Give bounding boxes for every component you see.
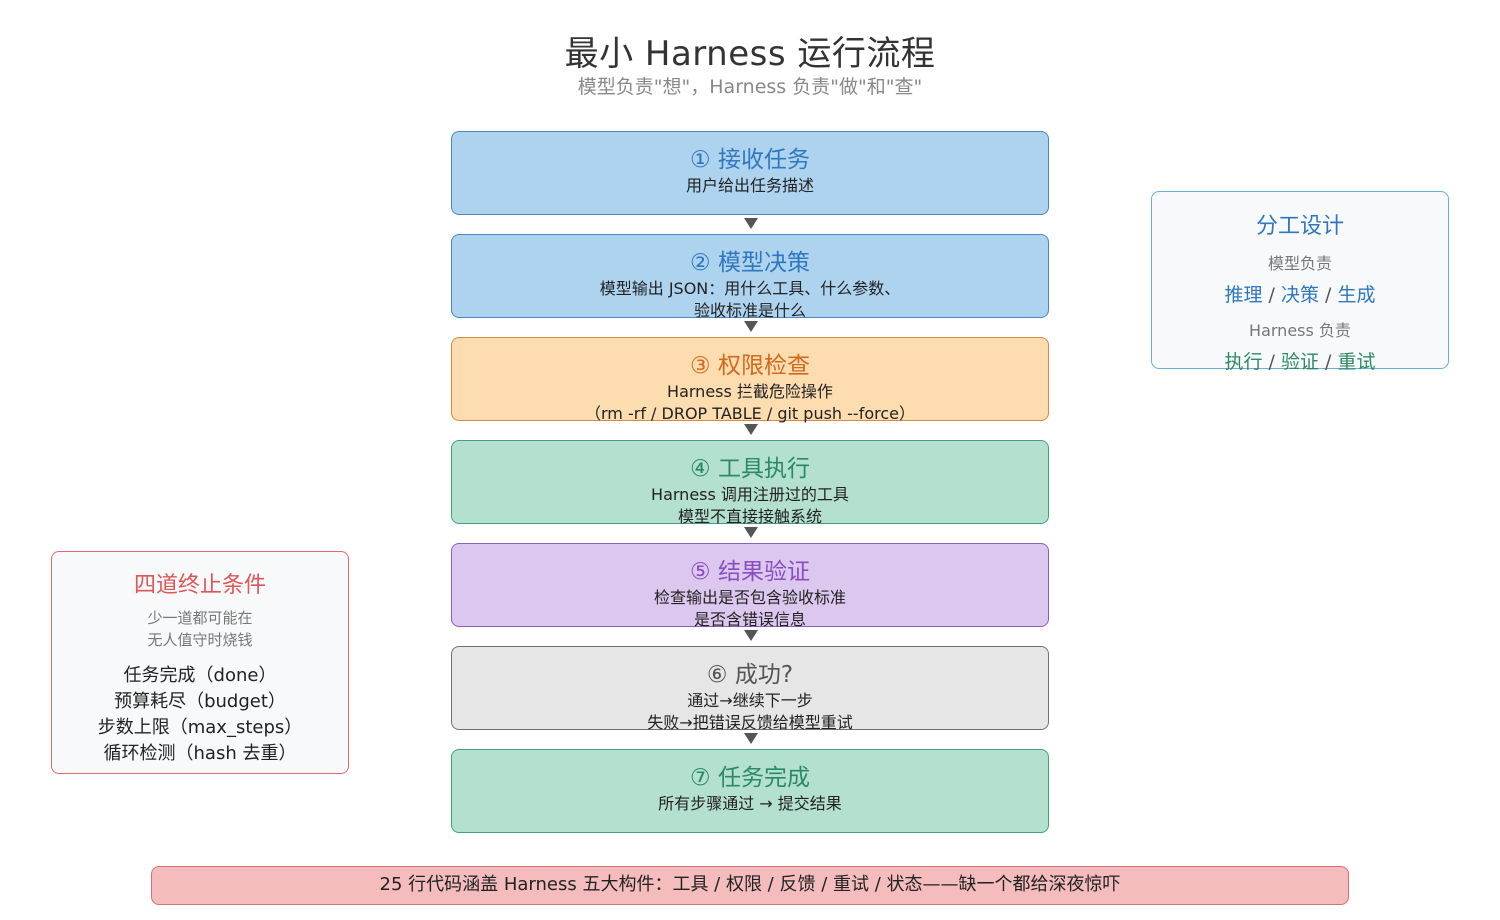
step-tool-execution: ④ 工具执行 Harness 调用注册过的工具 模型不直接接触系统 [451, 440, 1049, 526]
duty-item: 生成 [1337, 284, 1376, 306]
division-title: 分工设计 [1255, 214, 1344, 239]
step-desc-line: Harness 调用注册过的工具 [651, 485, 849, 504]
duty-item: 推理 [1224, 284, 1263, 306]
step-title: ④ 工具执行 [690, 456, 810, 482]
termination-note-line: 无人值守时烧钱 [147, 631, 253, 649]
step-desc-line: 通过→继续下一步 [687, 691, 813, 710]
step-desc-line: Harness 拦截危险操作 [667, 382, 833, 401]
step-title: ③ 权限检查 [690, 353, 810, 379]
step-title: ① 接收任务 [690, 147, 810, 173]
harness-duties: 执行 / 验证 / 重试 [1152, 347, 1448, 374]
step-model-decision: ② 模型决策 模型输出 JSON：用什么工具、什么参数、 验收标准是什么 [451, 234, 1049, 320]
page-title: 最小 Harness 运行流程 [564, 34, 936, 74]
step-task-complete: ⑦ 任务完成 所有步骤通过 → 提交结果 [451, 749, 1049, 833]
step-desc-line: 所有步骤通过 → 提交结果 [658, 794, 842, 813]
flow-arrow-2 [744, 321, 758, 332]
step-desc-line: 失败→把错误反馈给模型重试 [647, 713, 853, 732]
model-label: 模型负责 [1267, 254, 1332, 273]
step-success-decision: ⑥ 成功? 通过→继续下一步 失败→把错误反馈给模型重试 [451, 646, 1049, 732]
duty-separator: / [1319, 284, 1338, 306]
step-title: ⑤ 结果验证 [690, 559, 810, 585]
harness-label: Harness 负责 [1249, 321, 1351, 340]
step-desc-line: 模型输出 JSON：用什么工具、什么参数、 [599, 279, 901, 298]
step-desc-line: 检查输出是否包含验收标准 [653, 588, 846, 607]
step-desc-line: （rm -rf / DROP TABLE / git push --force） [585, 404, 915, 423]
page-subtitle: 模型负责"想"，Harness 负责"做"和"查" [577, 76, 923, 98]
termination-conditions: 任务完成（done） 预算耗尽（budget） 步数上限（max_steps） … [52, 663, 348, 767]
duty-separator: / [1262, 284, 1281, 306]
duty-item: 执行 [1224, 351, 1263, 373]
step-title: ② 模型决策 [690, 250, 810, 276]
flow-arrow-6 [744, 733, 758, 744]
flow-arrow-4 [744, 527, 758, 538]
step-result-verification: ⑤ 结果验证 检查输出是否包含验收标准 是否含错误信息 [451, 543, 1049, 629]
condition-item: 任务完成（done） [123, 665, 277, 686]
condition-item: 预算耗尽（budget） [114, 691, 286, 712]
step-desc-line: 用户给出任务描述 [685, 176, 814, 195]
division-panel: 分工设计 模型负责 推理 / 决策 / 生成 Harness 负责 执行 / 验… [1151, 191, 1449, 373]
step-title: ⑦ 任务完成 [690, 765, 810, 791]
termination-title: 四道终止条件 [133, 573, 266, 598]
step-desc-line: 验收标准是什么 [693, 301, 806, 320]
flow-arrow-5 [744, 630, 758, 641]
step-permission-check: ③ 权限检查 Harness 拦截危险操作 （rm -rf / DROP TAB… [451, 337, 1049, 423]
duty-separator: / [1319, 351, 1338, 373]
flow-arrow-1 [744, 218, 758, 229]
condition-item: 步数上限（max_steps） [97, 717, 303, 738]
termination-panel: 四道终止条件 少一道都可能在 无人值守时烧钱 任务完成（done） 预算耗尽（b… [51, 551, 349, 774]
flow-arrow-3 [744, 424, 758, 435]
model-duties: 推理 / 决策 / 生成 [1152, 280, 1448, 307]
duty-separator: / [1262, 351, 1281, 373]
step-title: ⑥ 成功? [706, 662, 794, 688]
termination-note-line: 少一道都可能在 [147, 609, 253, 627]
step-receive-task: ① 接收任务 用户给出任务描述 [451, 131, 1049, 215]
step-desc-line: 是否含错误信息 [693, 610, 806, 629]
duty-item: 重试 [1337, 351, 1376, 373]
condition-item: 循环检测（hash 去重） [103, 743, 297, 764]
footer-summary-bar: 25 行代码涵盖 Harness 五大构件：工具 / 权限 / 反馈 / 重试 … [151, 866, 1349, 905]
duty-item: 验证 [1280, 351, 1319, 373]
step-desc-line: 模型不直接接触系统 [677, 507, 822, 526]
duty-item: 决策 [1280, 284, 1319, 306]
